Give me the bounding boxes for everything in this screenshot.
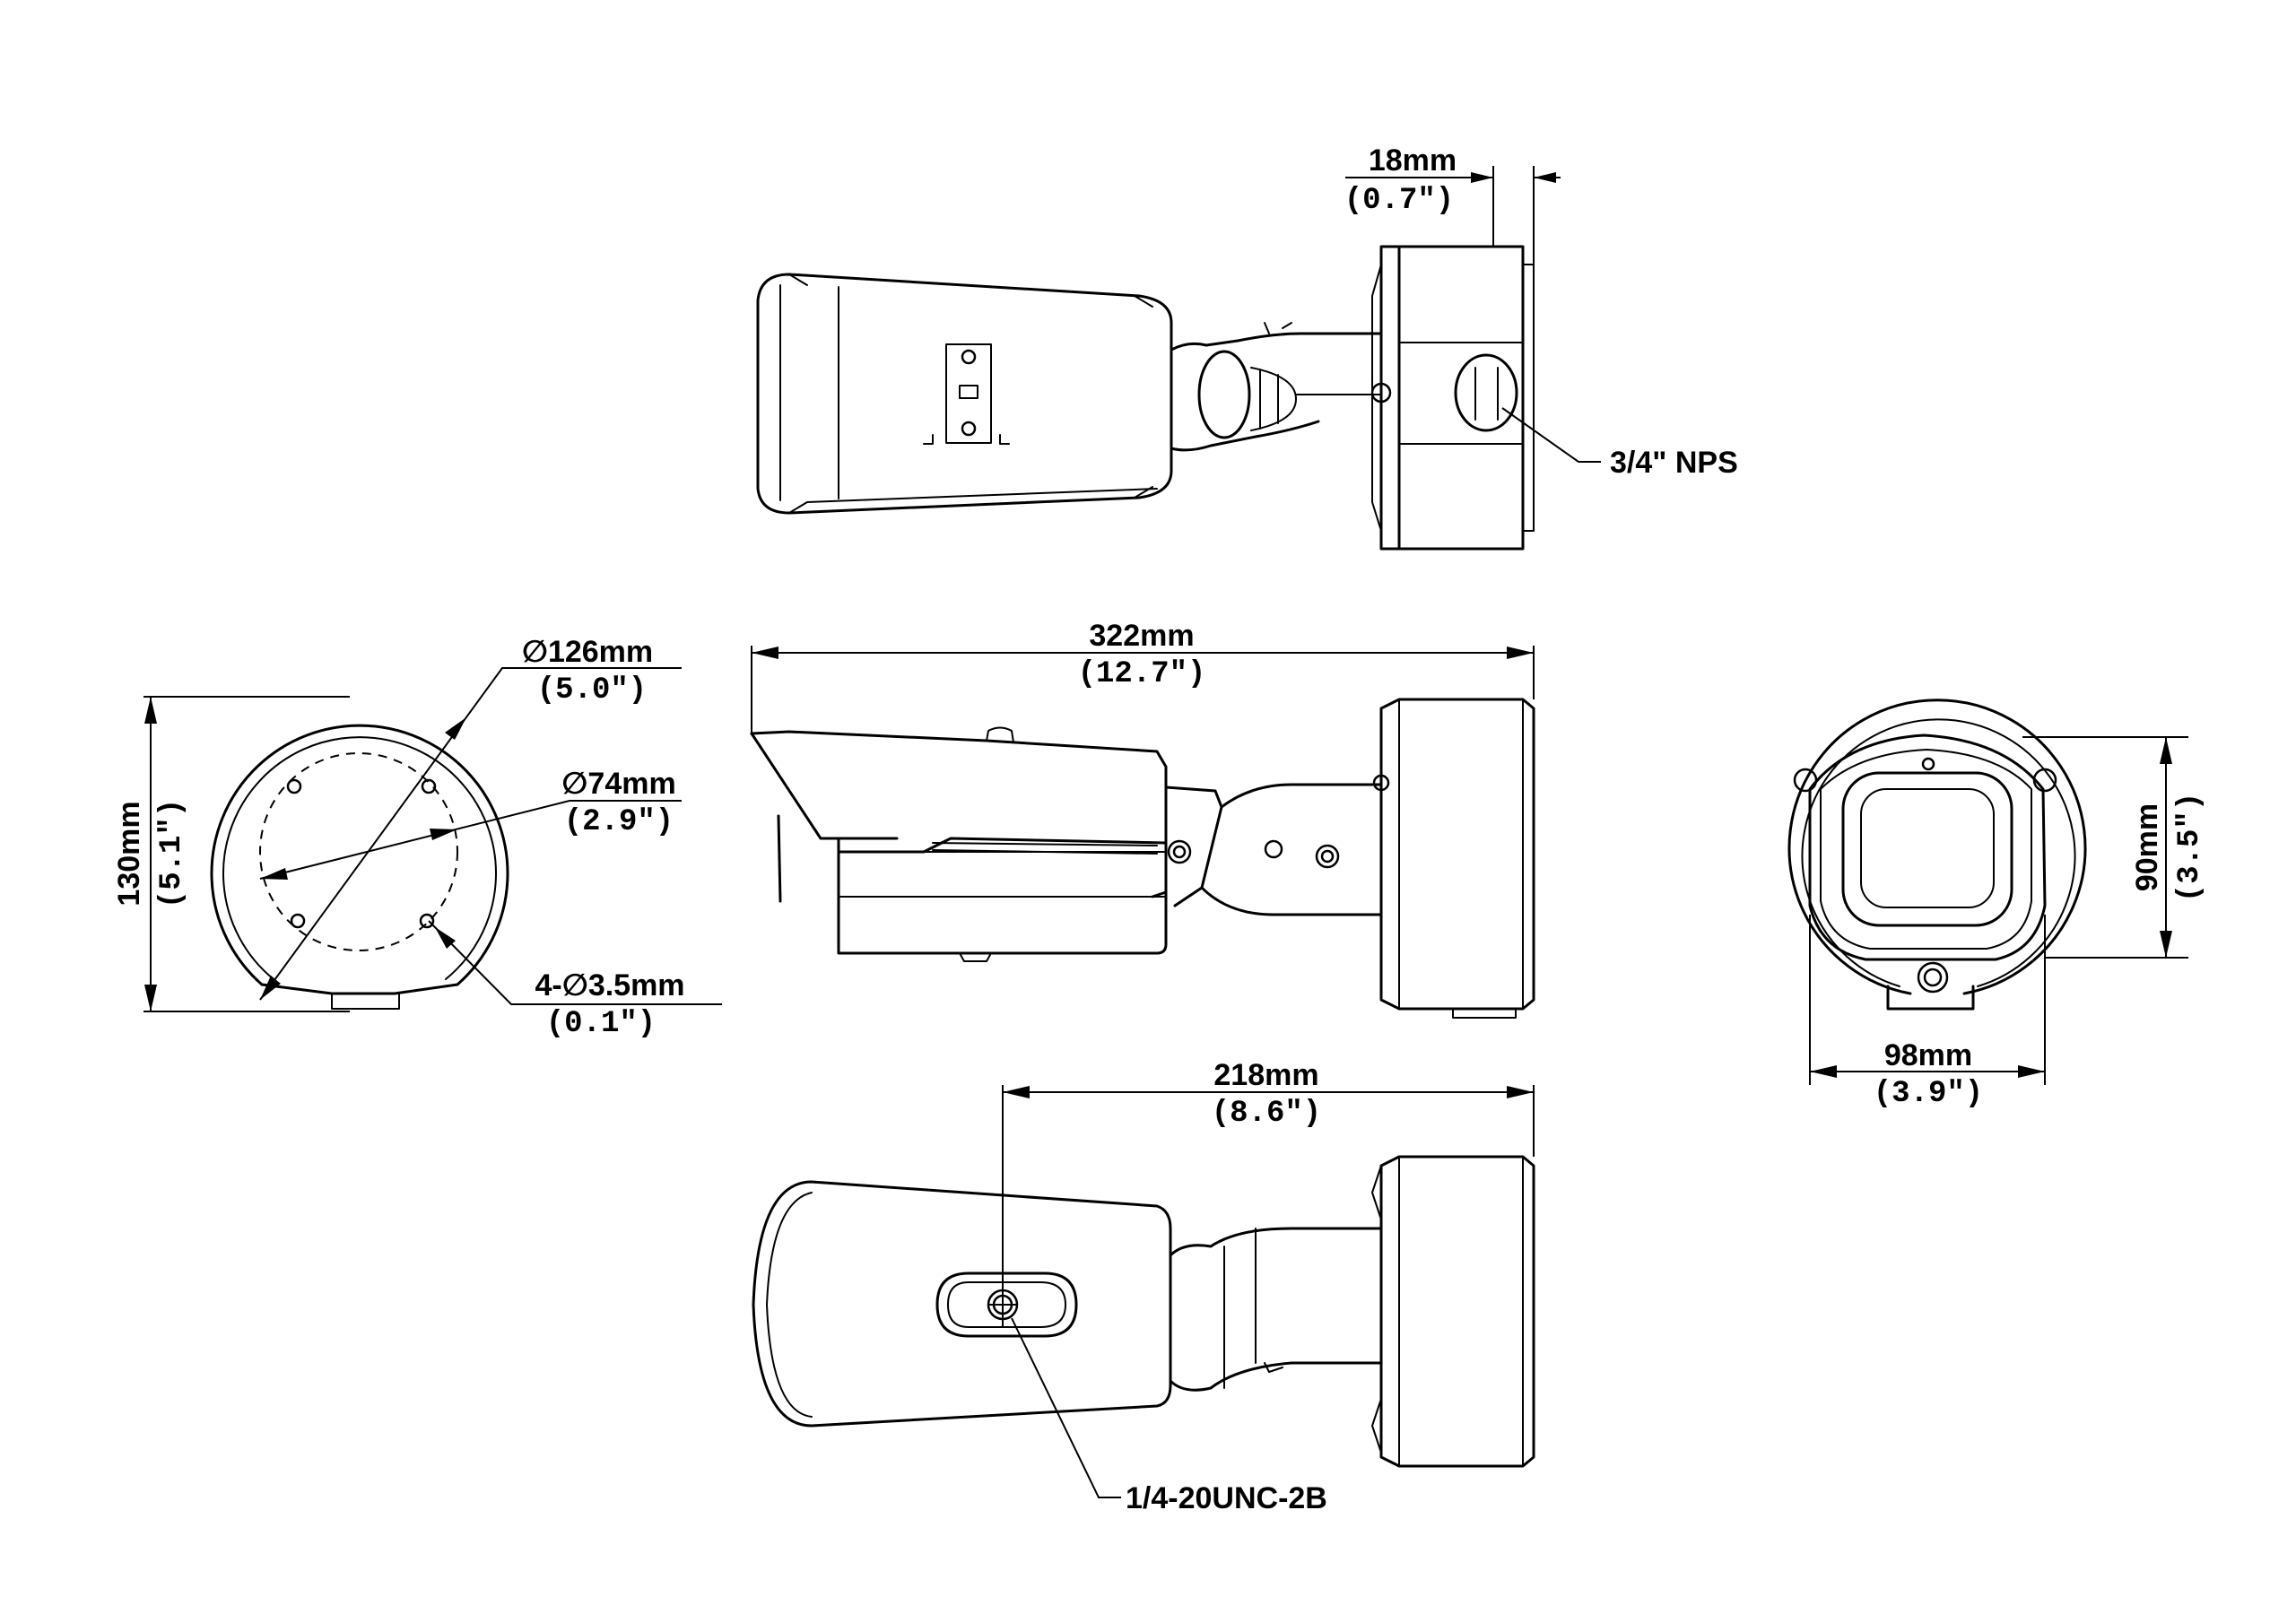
- base-height-metric: 130mm: [112, 801, 146, 906]
- screw-span-imperial: (8.6"): [1212, 1097, 1321, 1131]
- mount-holes-imperial: (0.1"): [546, 1007, 656, 1041]
- overall-length-imperial: (12.7"): [1078, 657, 1206, 691]
- bracket-offset-imperial: (0.7"): [1344, 184, 1454, 218]
- base-diameter-metric: ∅126mm: [522, 635, 653, 669]
- front-view: 90mm (3.5") 98mm (3.9"): [1787, 699, 2207, 1111]
- side-view: 322mm (12.7"): [750, 619, 1535, 1019]
- top-view: 18mm (0.7") 3/4" NPS: [756, 143, 1738, 551]
- overall-length-metric: 322mm: [1089, 619, 1194, 653]
- front-width-imperial: (3.9"): [1874, 1077, 1983, 1111]
- screw-span-metric: 218mm: [1213, 1058, 1318, 1092]
- front-width-metric: 98mm: [1884, 1038, 1972, 1072]
- base-view: 130mm (5.1") ∅126mm (5.0") ∅74mm (2.9") …: [112, 635, 722, 1041]
- bottom-view: 218mm (8.6") 1/4-20UNC-2B: [752, 1058, 1535, 1515]
- base-diameter-imperial: (5.0"): [537, 673, 647, 707]
- front-height-metric: 90mm: [2130, 803, 2164, 891]
- tripod-thread-label: 1/4-20UNC-2B: [1126, 1481, 1327, 1515]
- base-height-imperial: (5.1"): [155, 799, 189, 908]
- mount-holes-metric: 4-∅3.5mm: [535, 968, 684, 1002]
- bracket-offset-metric: 18mm: [1369, 143, 1457, 178]
- front-height-imperial: (3.5"): [2173, 793, 2207, 902]
- conduit-label: 3/4" NPS: [1610, 446, 1738, 480]
- hole-circle-imperial: (2.9"): [564, 805, 674, 839]
- hole-circle-metric: ∅74mm: [561, 767, 675, 801]
